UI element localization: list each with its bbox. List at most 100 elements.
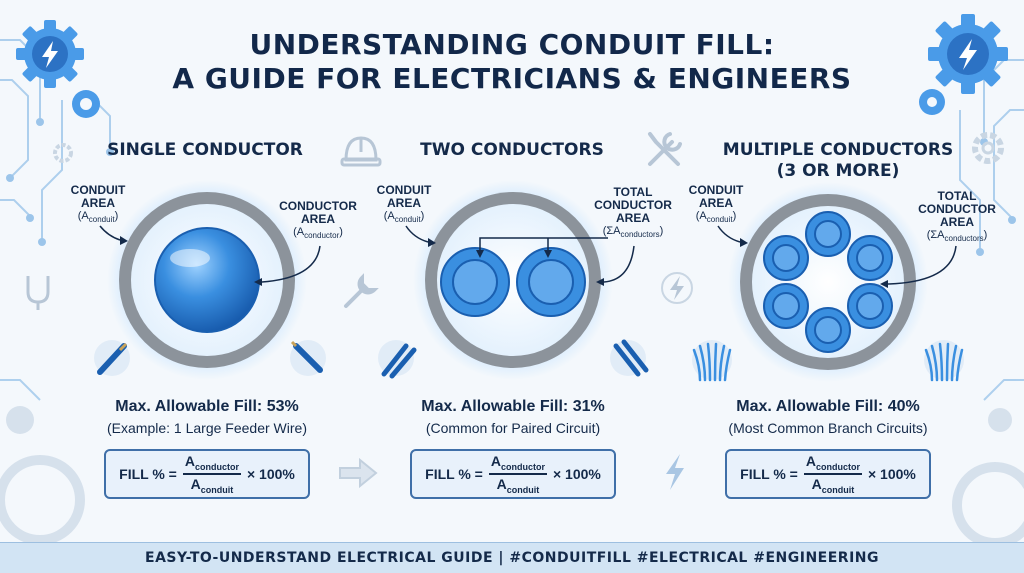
total-conductor-area-label: TOTAL CONDUCTOR AREA (ΣAconductors) bbox=[578, 186, 688, 241]
heading-line: SINGLE CONDUCTOR bbox=[107, 140, 303, 160]
symbol-subscript: conductors bbox=[620, 230, 660, 240]
label-line: CONDUIT bbox=[688, 183, 744, 197]
total-conductor-area-label: TOTAL CONDUCTOR AREA (ΣAconductors) bbox=[902, 190, 1012, 245]
fill-formula-box: FILL % = Aconductor Aconduit × 100% bbox=[725, 449, 931, 499]
symbol: A bbox=[81, 210, 89, 222]
symbol: A bbox=[184, 453, 195, 470]
symbol: ΣA bbox=[606, 225, 621, 237]
symbol-subscript: conduit bbox=[706, 215, 733, 225]
label-line: AREA bbox=[698, 196, 733, 210]
conductor-symbol: (ΣAconductors) bbox=[602, 225, 664, 240]
formula-multiplier: × 100% bbox=[246, 466, 295, 482]
symbol: A bbox=[811, 476, 822, 492]
plug-icon bbox=[26, 276, 50, 310]
hard-hat-icon bbox=[340, 136, 382, 167]
max-fill-multiple: Max. Allowable Fill: 40% bbox=[736, 398, 920, 415]
formula-lhs: FILL % = bbox=[119, 466, 177, 482]
formula-fraction: Aconductor Aconduit bbox=[182, 453, 241, 495]
page-title: UNDERSTANDING CONDUIT FILL: A GUIDE FOR … bbox=[0, 28, 1024, 96]
gear-icon-small bbox=[53, 143, 73, 163]
symbol-subscript: conductor bbox=[194, 462, 239, 472]
formula-numerator: Aconductor bbox=[182, 453, 241, 475]
symbol: A bbox=[496, 476, 507, 492]
formula-multiplier: × 100% bbox=[867, 466, 916, 482]
tools-icon bbox=[648, 132, 682, 166]
formula-multiplier: × 100% bbox=[552, 466, 601, 482]
formula-denominator: Aconduit bbox=[810, 475, 857, 495]
formula-denominator: Aconduit bbox=[495, 475, 542, 495]
symbol-subscript: conductor bbox=[304, 231, 340, 241]
lightning-gear-icon-right bbox=[919, 14, 1008, 115]
symbol-subscript: conduit bbox=[88, 215, 115, 225]
heading-single-conductor: SINGLE CONDUCTOR bbox=[55, 140, 355, 161]
formula-numerator: Aconductor bbox=[488, 453, 547, 475]
footer-banner: EASY-TO-UNDERSTAND ELECTRICAL GUIDE | #C… bbox=[0, 542, 1024, 573]
fill-formula-box: FILL % = Aconductor Aconduit × 100% bbox=[104, 449, 310, 499]
conduit-area-label: CONDUIT AREA (Aconduit) bbox=[62, 184, 134, 226]
label-line: CONDUIT bbox=[376, 183, 432, 197]
label-line: CONDUCTOR bbox=[279, 199, 357, 213]
conduit-area-label: CONDUIT AREA (Aconduit) bbox=[368, 184, 440, 226]
conduit-multiple bbox=[728, 182, 928, 382]
formula-fraction: Aconductor Aconduit bbox=[488, 453, 547, 495]
symbol: ΣA bbox=[930, 229, 945, 241]
formula-fraction: Aconductor Aconduit bbox=[803, 453, 862, 495]
symbol-subscript: conductors bbox=[944, 234, 984, 244]
label-line: CONDUCTOR bbox=[918, 202, 996, 216]
label-line: AREA bbox=[939, 215, 974, 229]
conductor-large bbox=[154, 227, 260, 333]
symbol-subscript: conduit bbox=[200, 484, 234, 495]
formula-numerator: Aconductor bbox=[803, 453, 862, 475]
symbol: A bbox=[699, 210, 707, 222]
max-fill-single: Max. Allowable Fill: 53% bbox=[115, 398, 299, 415]
conductor-symbol: (ΣAconductors) bbox=[926, 229, 988, 244]
symbol-subscript: conduit bbox=[506, 484, 540, 495]
arrow-heads bbox=[120, 236, 888, 288]
gear-icon-outline bbox=[972, 132, 1004, 164]
symbol: A bbox=[387, 210, 395, 222]
formula-lhs: FILL % = bbox=[425, 466, 483, 482]
wire-bundle-icon bbox=[692, 340, 964, 382]
conductor-group bbox=[763, 211, 893, 353]
max-fill-two: Max. Allowable Fill: 31% bbox=[421, 398, 605, 415]
title-line-1: UNDERSTANDING CONDUIT FILL: bbox=[249, 28, 775, 61]
formula-lhs: FILL % = bbox=[740, 466, 798, 482]
conduit-single bbox=[107, 180, 307, 380]
label-line: TOTAL bbox=[613, 185, 653, 199]
wire-icon bbox=[94, 340, 326, 376]
label-line: AREA bbox=[615, 211, 650, 225]
conduit-symbol: (Aconduit) bbox=[77, 210, 119, 225]
title-line-2: A GUIDE FOR ELECTRICIANS & ENGINEERS bbox=[172, 62, 852, 95]
heading-line: TWO CONDUCTORS bbox=[420, 140, 604, 160]
heading-multiple-conductors: MULTIPLE CONDUCTORS (3 OR MORE) bbox=[688, 140, 988, 182]
label-line: AREA bbox=[386, 196, 421, 210]
conduit-symbol: (Aconduit) bbox=[695, 210, 737, 225]
heading-line-2: (3 OR MORE) bbox=[776, 161, 900, 181]
formula-denominator: Aconduit bbox=[189, 475, 236, 495]
label-line: CONDUIT bbox=[70, 183, 126, 197]
wrench-icon bbox=[344, 273, 379, 308]
symbol-subscript: conduit bbox=[821, 484, 855, 495]
lightning-icon bbox=[661, 272, 693, 304]
symbol: A bbox=[296, 226, 305, 238]
conductor-pair bbox=[440, 247, 586, 317]
fill-formula-box: FILL % = Aconductor Aconduit × 100% bbox=[410, 449, 616, 499]
arrow-right-icon bbox=[339, 458, 378, 488]
conduit-two bbox=[413, 180, 613, 380]
wire-pair-icon bbox=[378, 339, 649, 379]
example-multiple: (Most Common Branch Circuits) bbox=[728, 420, 928, 436]
label-line: AREA bbox=[300, 212, 335, 226]
lightning-gear-icon bbox=[16, 20, 100, 118]
symbol: A bbox=[190, 476, 201, 492]
heading-line: MULTIPLE CONDUCTORS bbox=[722, 140, 954, 160]
conduit-area-label: CONDUIT AREA (Aconduit) bbox=[680, 184, 752, 226]
symbol-subscript: conduit bbox=[394, 215, 421, 225]
lightning-icon-bottom bbox=[666, 454, 684, 490]
label-line: TOTAL bbox=[937, 189, 977, 203]
symbol: A bbox=[490, 453, 501, 470]
conductor-symbol: (Aconductor) bbox=[293, 226, 343, 241]
symbol-subscript: conductor bbox=[815, 462, 860, 472]
label-line: AREA bbox=[80, 196, 115, 210]
heading-two-conductors: TWO CONDUCTORS bbox=[362, 140, 662, 161]
